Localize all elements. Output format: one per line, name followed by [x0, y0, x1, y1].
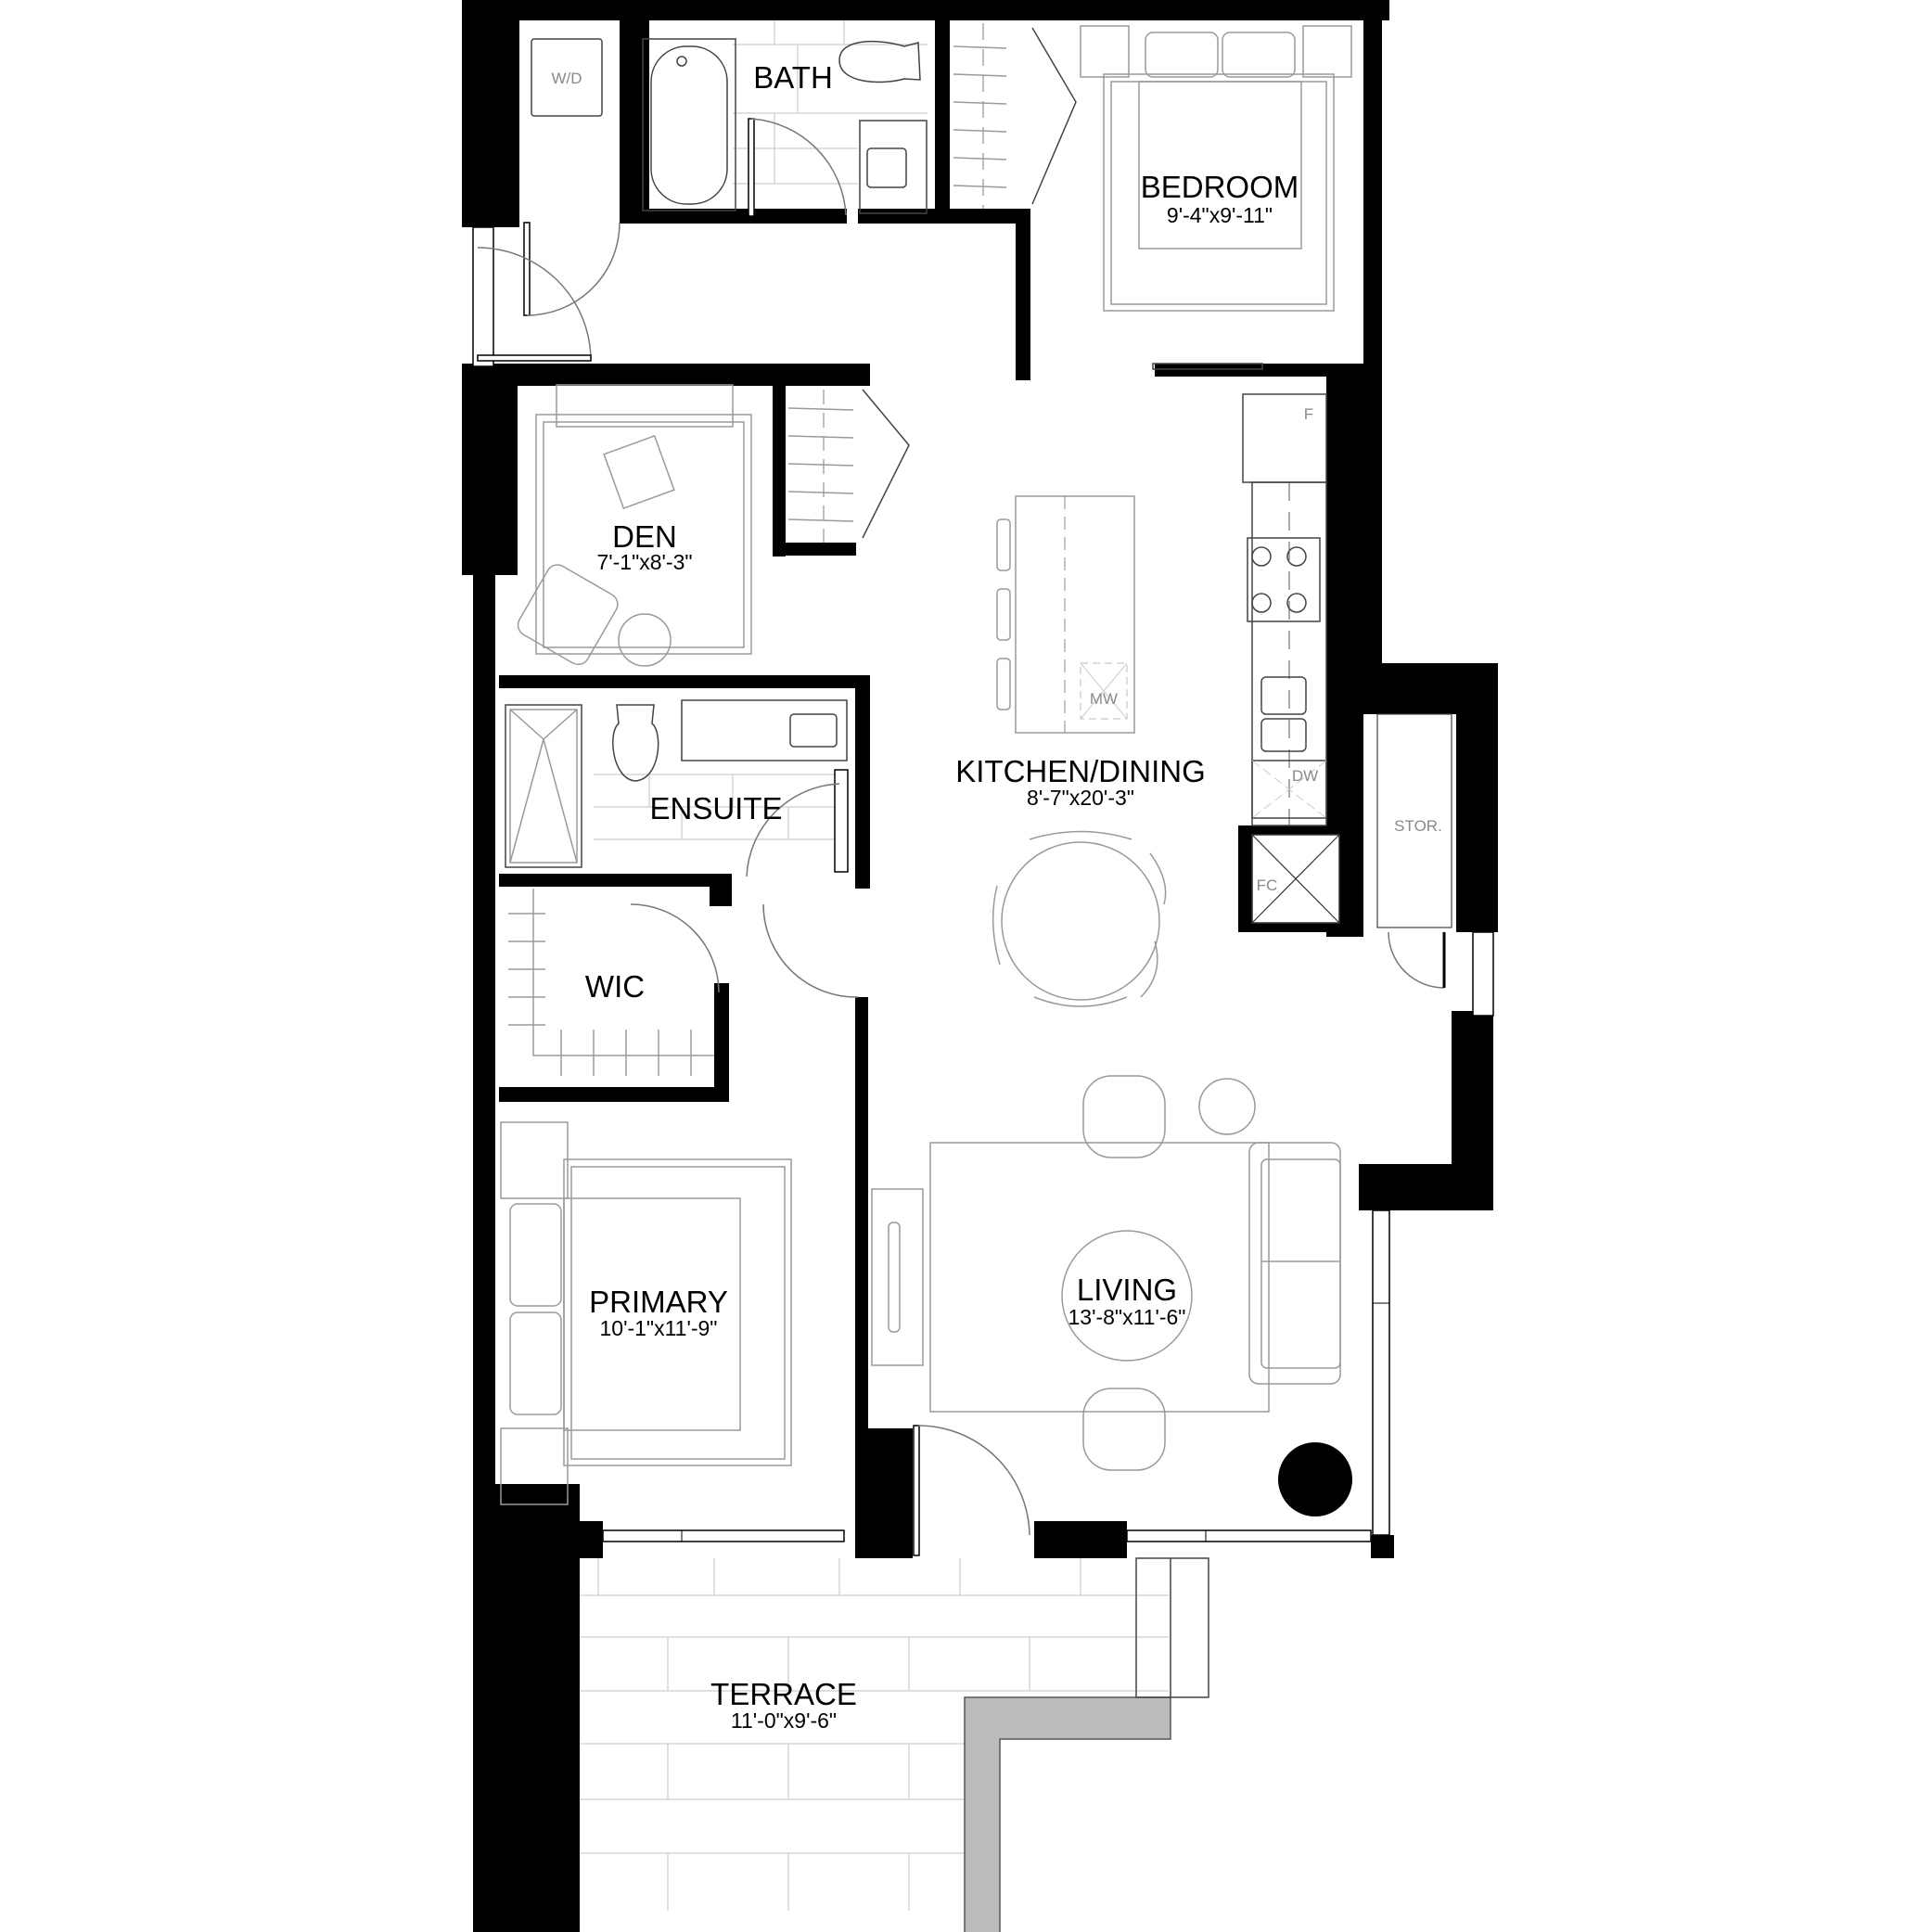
- terrace-area: [577, 1556, 1209, 1932]
- windows: [472, 226, 1494, 1542]
- living-dims: 13'-8"x11'-6": [1068, 1305, 1186, 1329]
- fridge: [1242, 393, 1327, 483]
- shower: [505, 704, 582, 868]
- primary-door-swing: [762, 903, 859, 998]
- bar-stool: [996, 658, 1011, 710]
- terrace-railing: [964, 1696, 1171, 1932]
- laundry-door-swing: [526, 222, 621, 316]
- bath-vanity: [859, 120, 928, 214]
- tv-console: [871, 1188, 924, 1366]
- living-label: LIVING: [1077, 1273, 1177, 1307]
- cooktop: [1247, 537, 1321, 622]
- ensuite-label: ENSUITE: [649, 791, 782, 825]
- kitchen-dims: 8'-7"x20'-3": [1027, 786, 1134, 810]
- den-chair: [603, 434, 675, 510]
- microwave-label: MW: [1090, 690, 1118, 708]
- primary-bedroom: PRIMARY 10'-1"x11'-9": [500, 1121, 792, 1505]
- washer-dryer: [531, 38, 603, 117]
- terrace-dims: 11'-0"x9'-6": [731, 1708, 837, 1733]
- dishwasher: [1251, 760, 1327, 819]
- toilet: [838, 40, 921, 83]
- den-side-table: [618, 613, 672, 667]
- sofa: [1248, 1142, 1341, 1385]
- primary-nightstand-bottom: [500, 1427, 569, 1505]
- bedroom-nightstand-right: [1302, 25, 1352, 78]
- laundry: W/D: [477, 38, 621, 362]
- dining-chair: [992, 885, 1001, 966]
- wic-label: WIC: [585, 969, 645, 1004]
- washer-dryer-label: W/D: [551, 70, 582, 87]
- den-closet: [787, 389, 910, 543]
- primary-label: PRIMARY: [589, 1285, 728, 1319]
- bath-label: BATH: [753, 60, 833, 95]
- den-rug: [535, 414, 752, 655]
- walls: [462, 0, 1498, 1932]
- pillow: [509, 1203, 562, 1307]
- bedroom: BEDROOM 9'-4"x9'-11": [1080, 25, 1352, 370]
- pillow: [509, 1311, 562, 1415]
- ensuite-toilet: [612, 704, 659, 782]
- living-column: [1278, 1442, 1352, 1516]
- den: DEN 7'-1"x8'-3": [517, 384, 752, 667]
- den-armchair: [517, 564, 619, 666]
- bathtub: [642, 38, 736, 211]
- living-armchair-bottom: [1082, 1388, 1166, 1471]
- den-label: DEN: [612, 519, 677, 554]
- storage-closet: [1376, 713, 1452, 928]
- den-dims: 7'-1"x8'-3": [596, 550, 692, 574]
- dining-table: [1001, 841, 1160, 1001]
- bar-stool: [996, 588, 1011, 641]
- dining-chair: [1149, 852, 1167, 905]
- wic-door-swing: [630, 903, 720, 993]
- pillow: [1222, 32, 1296, 78]
- storage-label: STOR.: [1394, 817, 1442, 835]
- microwave: [1080, 662, 1128, 720]
- terrace-column: [1135, 1557, 1209, 1698]
- bedroom-bed: [1103, 73, 1335, 312]
- bath-door-swing: [750, 118, 847, 216]
- dishwasher-label: DW: [1292, 767, 1318, 785]
- furnace-label: FC: [1257, 876, 1278, 894]
- living-coffee-table: [1061, 1230, 1193, 1362]
- kitchen-island: [1015, 495, 1135, 734]
- living-rug: [929, 1142, 1270, 1413]
- terrace-tiles: [580, 1558, 1169, 1911]
- storage-door-swing: [1388, 931, 1445, 989]
- entry-door-swing: [477, 247, 592, 360]
- kitchen-dining: MW F DW KITCHEN/DINING 8'-7"x20'-3": [955, 393, 1327, 1007]
- fridge-label: F: [1304, 405, 1313, 423]
- bedroom-nightstand-left: [1080, 25, 1130, 78]
- wic: WIC: [508, 889, 859, 1076]
- bedroom-dims: 9'-4"x9'-11": [1167, 203, 1273, 227]
- bar-stool: [996, 518, 1011, 571]
- bedroom-closet-shelf: [1152, 363, 1263, 370]
- dining-chair: [1029, 830, 1132, 840]
- pillow: [1145, 32, 1219, 78]
- terrace-door-swing: [917, 1425, 1030, 1536]
- bedroom-label: BEDROOM: [1141, 170, 1299, 204]
- dining-chair: [1140, 940, 1158, 998]
- den-desk: [556, 384, 734, 428]
- bedroom-closet: [953, 23, 1077, 209]
- ensuite-vanity: [681, 699, 848, 761]
- primary-nightstand-top: [500, 1121, 569, 1199]
- dining-chair: [1033, 996, 1128, 1007]
- terrace-label: TERRACE: [710, 1677, 857, 1711]
- ensuite-door-swing: [746, 783, 840, 877]
- ensuite: ENSUITE: [505, 699, 849, 877]
- primary-dims: 10'-1"x11'-9": [600, 1316, 718, 1340]
- living-armchair-top: [1082, 1075, 1166, 1158]
- living: LIVING 13'-8"x11'-6": [871, 1075, 1352, 1556]
- bath-room: BATH: [642, 20, 928, 217]
- living-side-table: [1198, 1078, 1256, 1135]
- tv: [888, 1222, 901, 1333]
- kitchen-sink: [1260, 676, 1307, 752]
- kitchen-label: KITCHEN/DINING: [955, 754, 1206, 788]
